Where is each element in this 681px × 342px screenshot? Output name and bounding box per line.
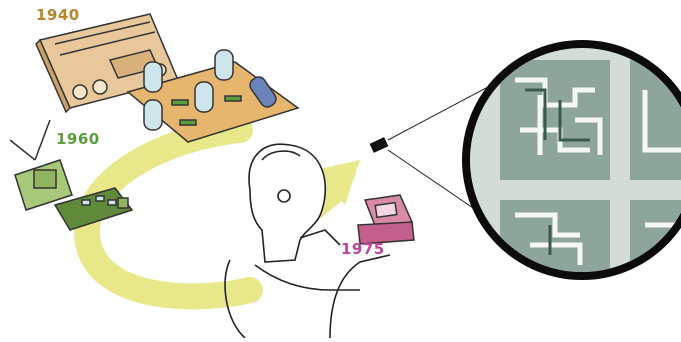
year-label-1960: 1960 [56, 130, 100, 148]
magnified-circuit-icon [462, 40, 681, 280]
vacuum-tube-board-icon [128, 50, 298, 142]
year-label-1940: 1940 [36, 6, 80, 24]
microchip-icon [370, 137, 389, 153]
year-label-1975: 1975 [341, 240, 385, 258]
handheld-device-icon [358, 195, 414, 244]
